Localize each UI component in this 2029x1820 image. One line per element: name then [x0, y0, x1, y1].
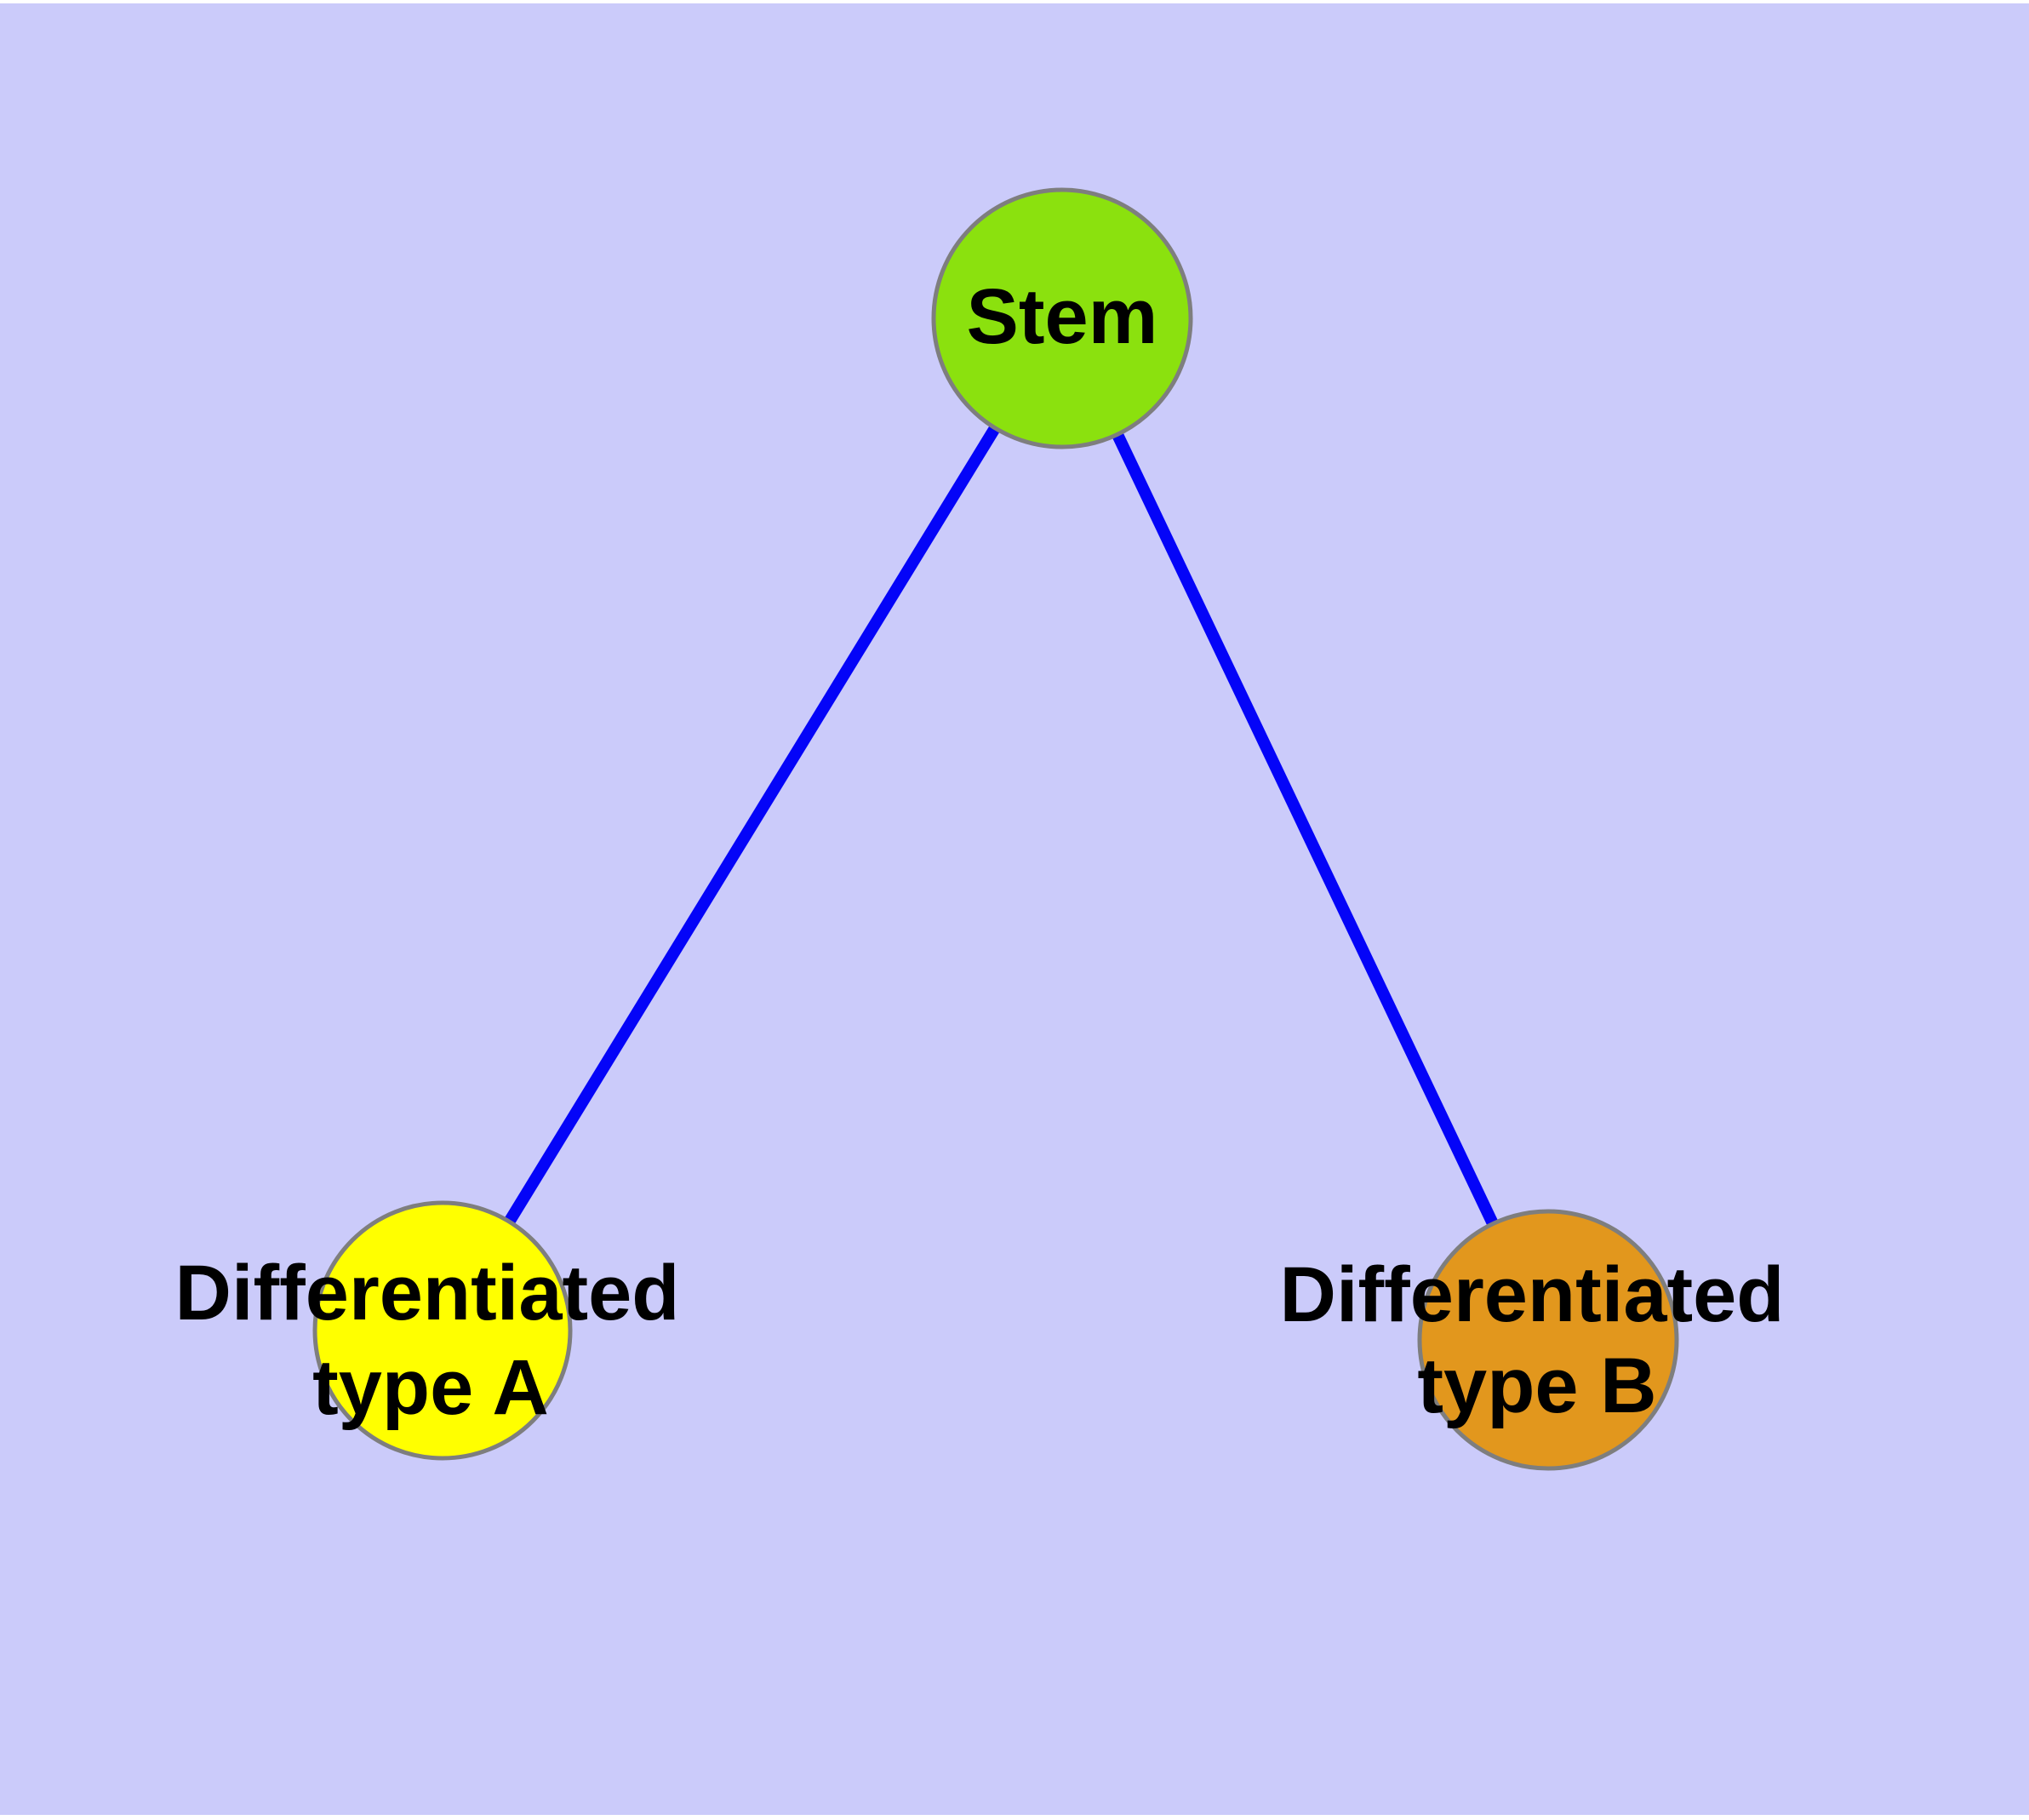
node-type-b-circle [1417, 1209, 1679, 1471]
node-type-a-circle [312, 1200, 573, 1461]
node-type-a-label-line1: Differentiated [175, 1250, 680, 1336]
node-stem-circle [931, 187, 1193, 449]
edge-stem-to-type-b [1056, 315, 1554, 1343]
node-type-a-label-line2: type A [312, 1344, 549, 1431]
edge-stem-to-type-a [437, 315, 1067, 1334]
node-type-b-label-line1: Differentiated [1280, 1251, 1785, 1338]
node-stem-label: Stem [967, 273, 1158, 360]
node-type-b-label-line2: type B [1417, 1342, 1656, 1429]
